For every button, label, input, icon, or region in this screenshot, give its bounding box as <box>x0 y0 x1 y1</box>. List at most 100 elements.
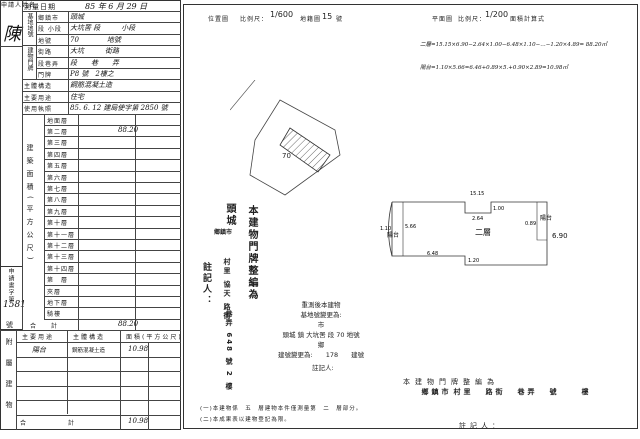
annex-header: 主體構造 <box>73 334 106 342</box>
row-divider <box>44 193 181 195</box>
row-divider <box>16 371 181 373</box>
row-value: 鋼筋混凝土造 <box>70 81 112 90</box>
annex-group-label: 附屬建物 <box>5 338 13 423</box>
door-road: 村里 協天 路街 <box>223 258 231 321</box>
row-label: 街路 <box>38 49 53 57</box>
bottom-address-part: 街路 <box>485 388 503 397</box>
row-label: 地號 <box>38 37 53 45</box>
application-no: 1581 <box>3 300 26 310</box>
row-divider <box>36 68 181 69</box>
row-divider <box>16 356 181 358</box>
dim: 1.20 <box>468 258 479 264</box>
divider <box>22 11 181 12</box>
row-divider <box>44 261 181 263</box>
floor-label: 第十一層 <box>47 231 76 239</box>
area-group-label: 建築面積(平方公尺) <box>26 143 34 266</box>
floor-plan: 15.15 2.64 1.00 6.48 1.20 5.66 6.90 0.89… <box>380 191 568 266</box>
floor-label: 第二層 <box>47 129 69 136</box>
row-divider <box>44 182 181 183</box>
row-group-label: 建物門牌 <box>26 47 33 72</box>
row-value: 85. 6. 12 建局使字第 2850 號 <box>70 104 168 113</box>
application-no-box <box>0 266 22 330</box>
dim: 1.10 <box>380 226 391 232</box>
survey-date-label: 測量日期 <box>24 3 56 11</box>
annex-header: 面積(平方公尺) <box>126 334 183 342</box>
row-label: 主體構造 <box>24 83 53 91</box>
dim: 6.48 <box>427 251 438 257</box>
row-divider <box>44 147 181 149</box>
row-divider <box>16 385 181 387</box>
dim: 2.64 <box>472 216 483 222</box>
dim: 15.15 <box>470 191 484 197</box>
row-divider <box>44 125 181 126</box>
row-divider <box>44 136 181 138</box>
row-divider <box>22 90 181 92</box>
row-divider <box>44 204 181 206</box>
bottom-address-part: 市鎮鄉 <box>421 388 449 397</box>
application-no-label: 申請書字第 <box>7 268 14 303</box>
formula-2: 陽台=1.10×5.66=6.46+0.89×5.+0.90×2.89=10.9… <box>420 65 568 71</box>
divider <box>22 11 23 331</box>
floor-label: 第十四層 <box>47 265 76 273</box>
annex-structure: 鋼筋混凝土造 <box>72 348 106 355</box>
location-map: 70 <box>230 80 341 196</box>
annex-total: 10.98 <box>128 417 149 426</box>
dim: 0.89 <box>525 221 536 227</box>
floor-label: 第十層 <box>47 220 69 228</box>
floor-scale-label: 比例尺： <box>458 16 487 23</box>
door-town: 頭城 <box>224 203 235 227</box>
floor-label: 第四層 <box>47 151 69 159</box>
applicant-name: 陳 <box>3 24 21 45</box>
divider <box>36 11 37 80</box>
floor-area: 88.20 <box>118 126 139 134</box>
row-divider <box>44 307 181 309</box>
divider <box>78 113 79 331</box>
row-divider <box>44 250 181 252</box>
dim: 1.00 <box>493 206 504 212</box>
divider <box>0 46 22 47</box>
applicant-label: 申請人姓名 <box>1 2 37 9</box>
survey-date: 85 年 6 月 29 日 <box>85 2 148 11</box>
door-renumber-title: 本建物門牌整編為 <box>246 205 257 301</box>
renumber-line: 重測後本建物 <box>301 301 341 309</box>
renumber-change-block: 重測後本建物基地號變更為:市頭城 鎮 大坑罟 段 70 地號鄉建號變更為: 17… <box>278 300 364 360</box>
dim: 5.66 <box>405 224 416 230</box>
floor-label: 騎樓 <box>47 311 62 319</box>
right-frame <box>183 4 638 429</box>
row-value: 70 地號 <box>70 35 121 44</box>
row-divider <box>44 318 181 320</box>
row-value: 頭城 <box>70 13 84 21</box>
bottom-address-part: 里村 <box>453 388 471 397</box>
area-formula-label: 面積計算式 <box>510 16 546 23</box>
floor-label: 地下層 <box>47 300 69 307</box>
row-value: 大坑罟 段 小段 <box>70 24 136 33</box>
row-divider <box>16 342 181 344</box>
change-registrar: 註記人: <box>312 364 334 372</box>
door-number: 巷弄 648 號 2 樓 <box>225 310 233 392</box>
floor-plan-label: 平面圖 <box>432 16 454 23</box>
annex-header: 主要用途 <box>22 334 55 342</box>
note-2: (二)本成果表以建物登記為限。 <box>200 417 291 423</box>
renumber-line: 建號變更為: 178 建號 <box>278 351 365 359</box>
floor-label: 第三層 <box>47 140 69 148</box>
dim: 6.90 <box>552 232 568 240</box>
sheet-suffix: 號 <box>336 16 344 23</box>
row-divider <box>22 79 181 81</box>
row-label: 段 小段 <box>38 26 62 34</box>
divider <box>68 11 69 114</box>
row-value: 大坑 街路 <box>70 47 119 56</box>
row-label: 門牌 <box>38 72 53 79</box>
row-label: 使用執照 <box>24 106 53 114</box>
row-divider <box>44 284 181 286</box>
row-divider <box>16 414 181 416</box>
row-value: P8 號 2樓之 <box>70 70 114 78</box>
bottom-registrar: 註記人： <box>459 422 503 430</box>
row-value: 住宅 <box>70 92 84 101</box>
floor-label: 第六層 <box>47 174 69 182</box>
location-scale: 1/600 <box>270 10 294 19</box>
row-divider <box>22 45 181 47</box>
balcony-label: 陽台 <box>540 214 552 222</box>
floor-label: 第十二層 <box>47 243 76 250</box>
row-divider <box>0 330 181 332</box>
row-label: 段巷弄 <box>38 60 60 68</box>
